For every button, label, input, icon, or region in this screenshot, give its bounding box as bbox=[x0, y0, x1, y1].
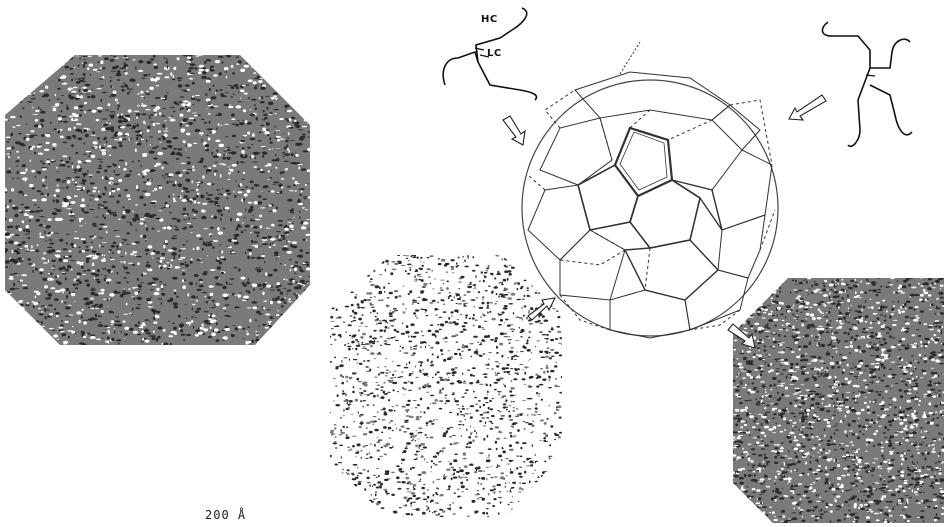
molecule-left-arm bbox=[443, 52, 478, 85]
arrow-center-icon bbox=[528, 298, 555, 320]
molecule-right-tail bbox=[870, 85, 912, 135]
cage-face-top-right bbox=[712, 105, 760, 150]
molecule-lower-arm bbox=[478, 62, 537, 100]
antibody-molecule-top-right bbox=[822, 22, 912, 146]
heavy-chain-label: HC bbox=[481, 14, 498, 25]
cage-outline bbox=[522, 80, 778, 336]
cage-face-right-upper bbox=[712, 150, 772, 230]
cage-face-left-lower bbox=[560, 230, 625, 300]
molecule-right-upper-arm bbox=[822, 22, 870, 68]
arrow-top-left-icon bbox=[503, 116, 525, 145]
cage-face-bottom bbox=[610, 290, 690, 338]
molecule-right-side-arm bbox=[870, 39, 910, 68]
truncated-icosahedron-cage bbox=[522, 72, 778, 338]
cage-hexagon-left bbox=[578, 165, 638, 230]
cage-hidden-edges bbox=[528, 42, 775, 330]
arrow-top-right-icon bbox=[789, 95, 826, 120]
molecule-right-lower-arm bbox=[848, 68, 870, 146]
cage-face-right bbox=[718, 215, 765, 278]
arrow-bottom-right-icon bbox=[728, 324, 755, 348]
cage-hexagon-lower bbox=[630, 180, 700, 248]
scale-bar-label: 200 Å bbox=[205, 508, 246, 522]
cage-hexagon-bottom bbox=[625, 240, 718, 300]
cage-face-top bbox=[575, 72, 730, 120]
cage-pentagon-center bbox=[615, 128, 672, 196]
light-chain-label: LC bbox=[487, 48, 502, 59]
